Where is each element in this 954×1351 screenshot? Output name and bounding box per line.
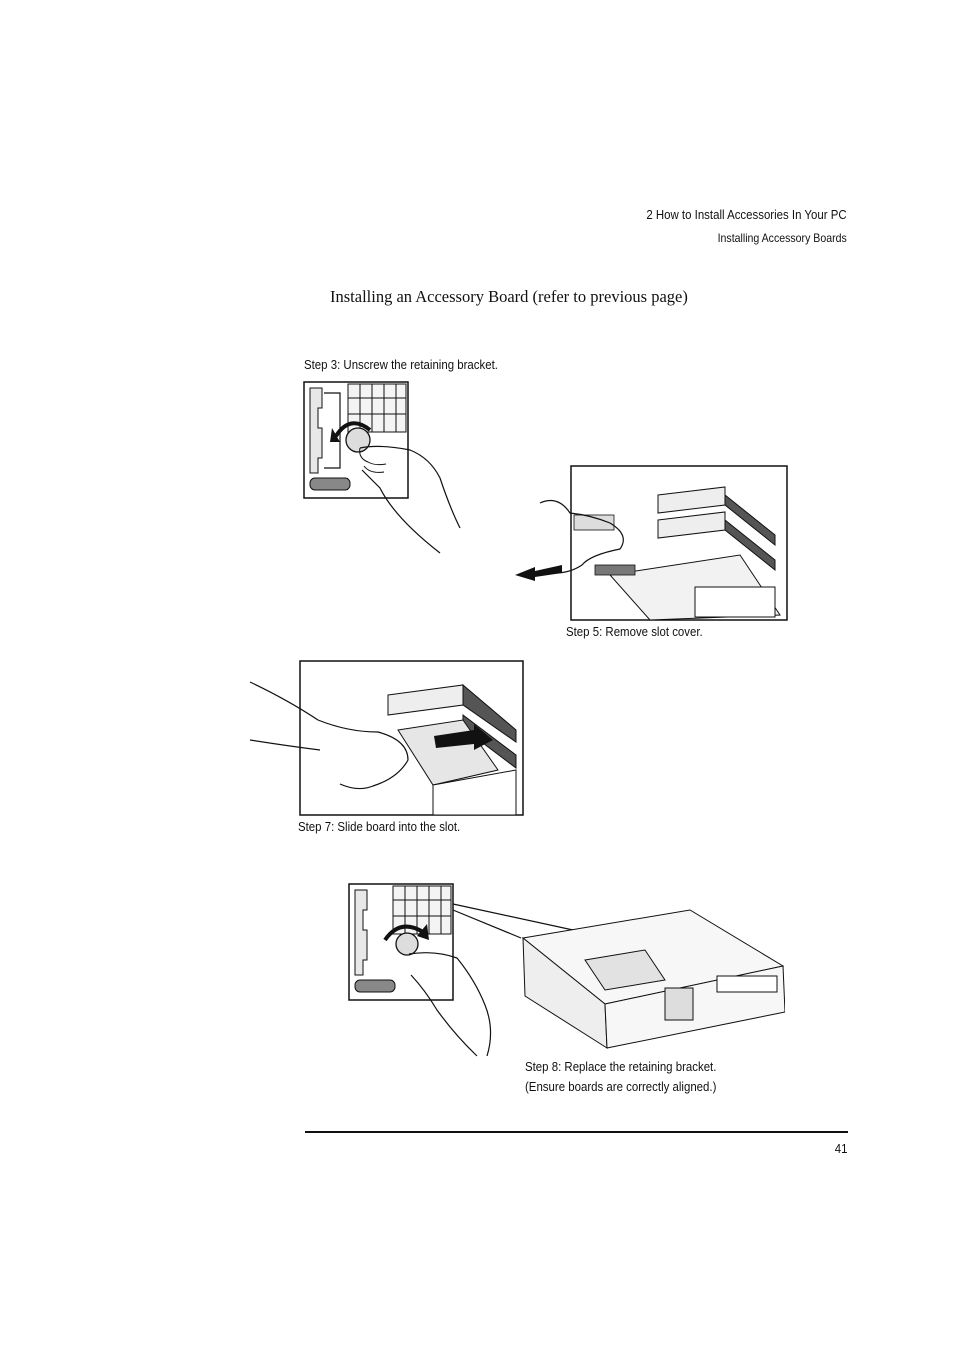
step5-illustration [515, 465, 788, 621]
footer-rule [305, 1131, 848, 1133]
step7-illustration [249, 660, 524, 816]
page-number: 41 [834, 1141, 847, 1156]
chapter-header: 2 How to Install Accessories In Your PC [646, 207, 847, 222]
step3-caption: Step 3: Unscrew the retaining bracket. [304, 357, 498, 372]
section-header: Installing Accessory Boards [717, 231, 847, 245]
page-title: Installing an Accessory Board (refer to … [330, 287, 688, 306]
step8-caption-line1: Step 8: Replace the retaining bracket. [525, 1059, 717, 1074]
step5-caption: Step 5: Remove slot cover. [566, 624, 703, 639]
step8-illustration [348, 883, 785, 1057]
step8-caption-line2: (Ensure boards are correctly aligned.) [525, 1079, 717, 1094]
step3-illustration [303, 381, 461, 554]
step7-caption: Step 7: Slide board into the slot. [298, 819, 461, 834]
